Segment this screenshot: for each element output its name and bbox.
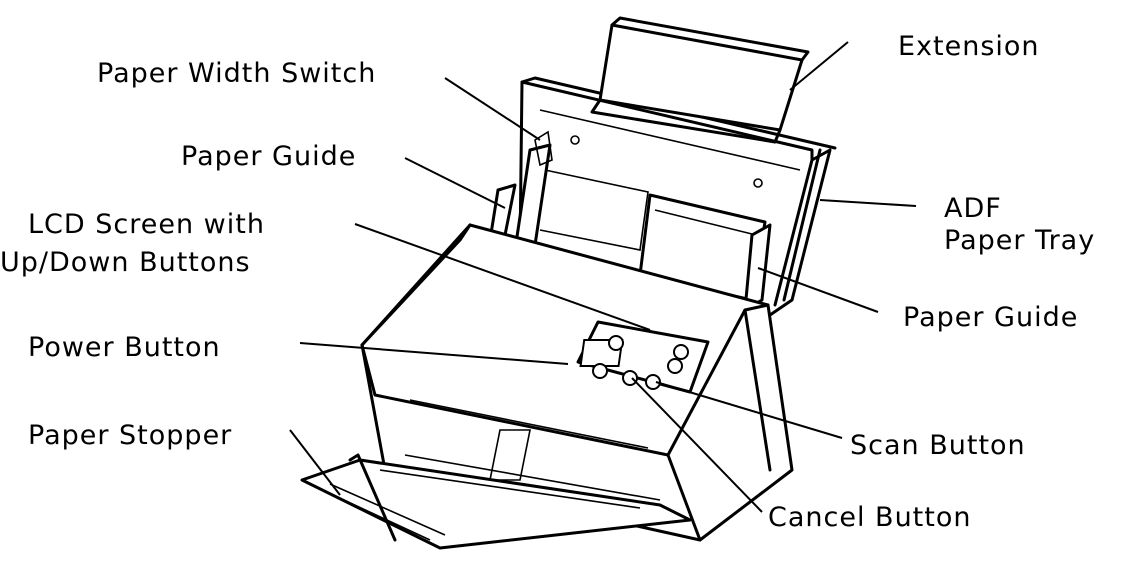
label-paper-stopper-text: Paper Stopper bbox=[28, 420, 233, 451]
label-lcd-buttons: Up/Down Buttons bbox=[0, 247, 251, 279]
label-lcd-screen-line2: Up/Down Buttons bbox=[0, 247, 251, 278]
leader-paper-guide-left bbox=[404, 157, 506, 209]
label-adf-line2: Paper Tray bbox=[944, 225, 1096, 256]
label-extension-text: Extension bbox=[898, 31, 1040, 62]
leader-extension bbox=[789, 41, 849, 91]
leader-power-button bbox=[299, 342, 569, 365]
paper-stopper bbox=[300, 429, 692, 550]
label-power-button: Power Button bbox=[28, 332, 221, 364]
scanner-body bbox=[360, 223, 794, 542]
label-extension: Extension bbox=[898, 31, 1040, 63]
label-lcd-screen: LCD Screen with bbox=[28, 209, 265, 241]
label-adf-paper-tray: ADF Paper Tray bbox=[944, 193, 1095, 257]
label-scan-button: Scan Button bbox=[850, 430, 1026, 462]
label-paper-guide-left-text: Paper Guide bbox=[181, 141, 357, 172]
label-cancel-button: Cancel Button bbox=[768, 502, 972, 534]
label-paper-guide-left: Paper Guide bbox=[181, 141, 356, 173]
extension bbox=[590, 16, 810, 144]
label-paper-width-switch-text: Paper Width Switch bbox=[97, 58, 377, 89]
label-cancel-button-text: Cancel Button bbox=[768, 502, 972, 533]
leader-lcd-screen bbox=[354, 223, 651, 331]
leader-adf-paper-tray bbox=[819, 199, 917, 207]
leader-paper-width-switch bbox=[444, 77, 541, 141]
leader-cancel-button bbox=[631, 377, 763, 513]
leader-paper-stopper bbox=[289, 429, 341, 496]
label-adf-line1: ADF bbox=[944, 193, 1002, 224]
label-paper-width-switch: Paper Width Switch bbox=[97, 58, 376, 90]
leader-lines bbox=[289, 41, 917, 513]
leader-scan-button bbox=[655, 381, 843, 439]
label-paper-stopper: Paper Stopper bbox=[28, 420, 232, 452]
right-paper-guide bbox=[628, 193, 772, 312]
label-paper-guide-right: Paper Guide bbox=[903, 302, 1078, 334]
label-lcd-screen-line1: LCD Screen with bbox=[28, 209, 265, 240]
leader-paper-guide-right bbox=[757, 267, 879, 313]
label-power-button-text: Power Button bbox=[28, 332, 221, 363]
label-paper-guide-right-text: Paper Guide bbox=[903, 302, 1079, 333]
label-scan-button-text: Scan Button bbox=[850, 430, 1026, 461]
control-panel bbox=[576, 320, 710, 394]
